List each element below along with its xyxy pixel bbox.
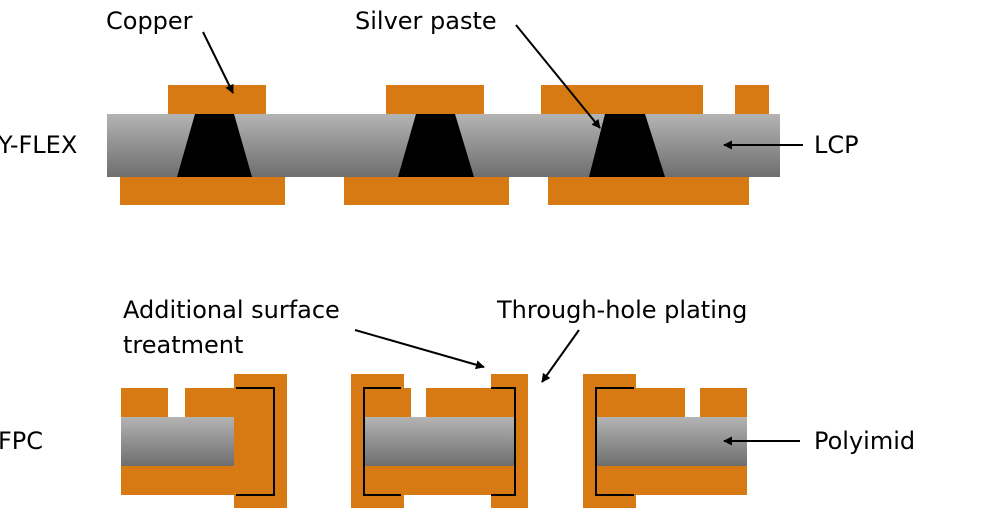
yflex-copper-bottom-pad	[548, 177, 749, 205]
silver-paste-via	[177, 114, 252, 177]
fpc-copper-bottom-layer	[596, 466, 747, 495]
labels: Y-FLEX FPC Copper Silver paste LCP Addit…	[0, 7, 915, 455]
yflex-copper-top-pad	[386, 85, 484, 114]
fpc-copper-top-pad	[596, 388, 685, 417]
fpc-copper-top-pad	[700, 388, 747, 417]
fpc-plating-wall	[234, 374, 287, 508]
polyimid-substrate	[596, 417, 747, 466]
annotation-arrows	[202, 24, 803, 446]
through-hole-plating-outline	[491, 387, 516, 496]
through-hole-plating-arrow-icon	[541, 329, 580, 383]
additional-surface-label: Additional surface	[123, 296, 340, 324]
through-hole-plating-outline	[595, 387, 634, 496]
treatment-label: treatment	[123, 331, 243, 359]
through-hole-plating-label: Through-hole plating	[496, 296, 747, 324]
fpc-label: FPC	[0, 427, 43, 455]
silver-paste-via	[589, 114, 665, 177]
copper-arrow-icon	[202, 31, 234, 94]
silver-paste-arrow-icon	[515, 24, 601, 129]
yflex-structure	[107, 85, 780, 205]
fpc-copper-top-pad	[364, 388, 411, 417]
polyimid-substrate	[364, 417, 515, 466]
fpc-copper-bottom-layer	[364, 466, 515, 495]
yflex-copper-top-pad	[541, 85, 703, 114]
silver-paste-via	[398, 114, 474, 177]
yflex-copper-bottom-pad	[120, 177, 285, 205]
through-hole-plating-outline	[236, 387, 275, 496]
fpc-copper-top-pad	[121, 388, 168, 417]
yflex-copper-bottom-pad	[344, 177, 509, 205]
polyimid-label: Polyimid	[814, 427, 915, 455]
yflex-copper-top-pad	[168, 85, 266, 114]
fpc-structure	[121, 374, 747, 508]
copper-label: Copper	[106, 7, 193, 35]
lcp-label: LCP	[814, 131, 859, 159]
yflex-label: Y-FLEX	[0, 131, 77, 159]
silver-paste-label: Silver paste	[355, 7, 497, 35]
additional-surface-arrow-icon	[354, 329, 485, 370]
yflex-copper-top-pad	[735, 85, 769, 114]
through-hole-plating-outline	[363, 387, 401, 496]
